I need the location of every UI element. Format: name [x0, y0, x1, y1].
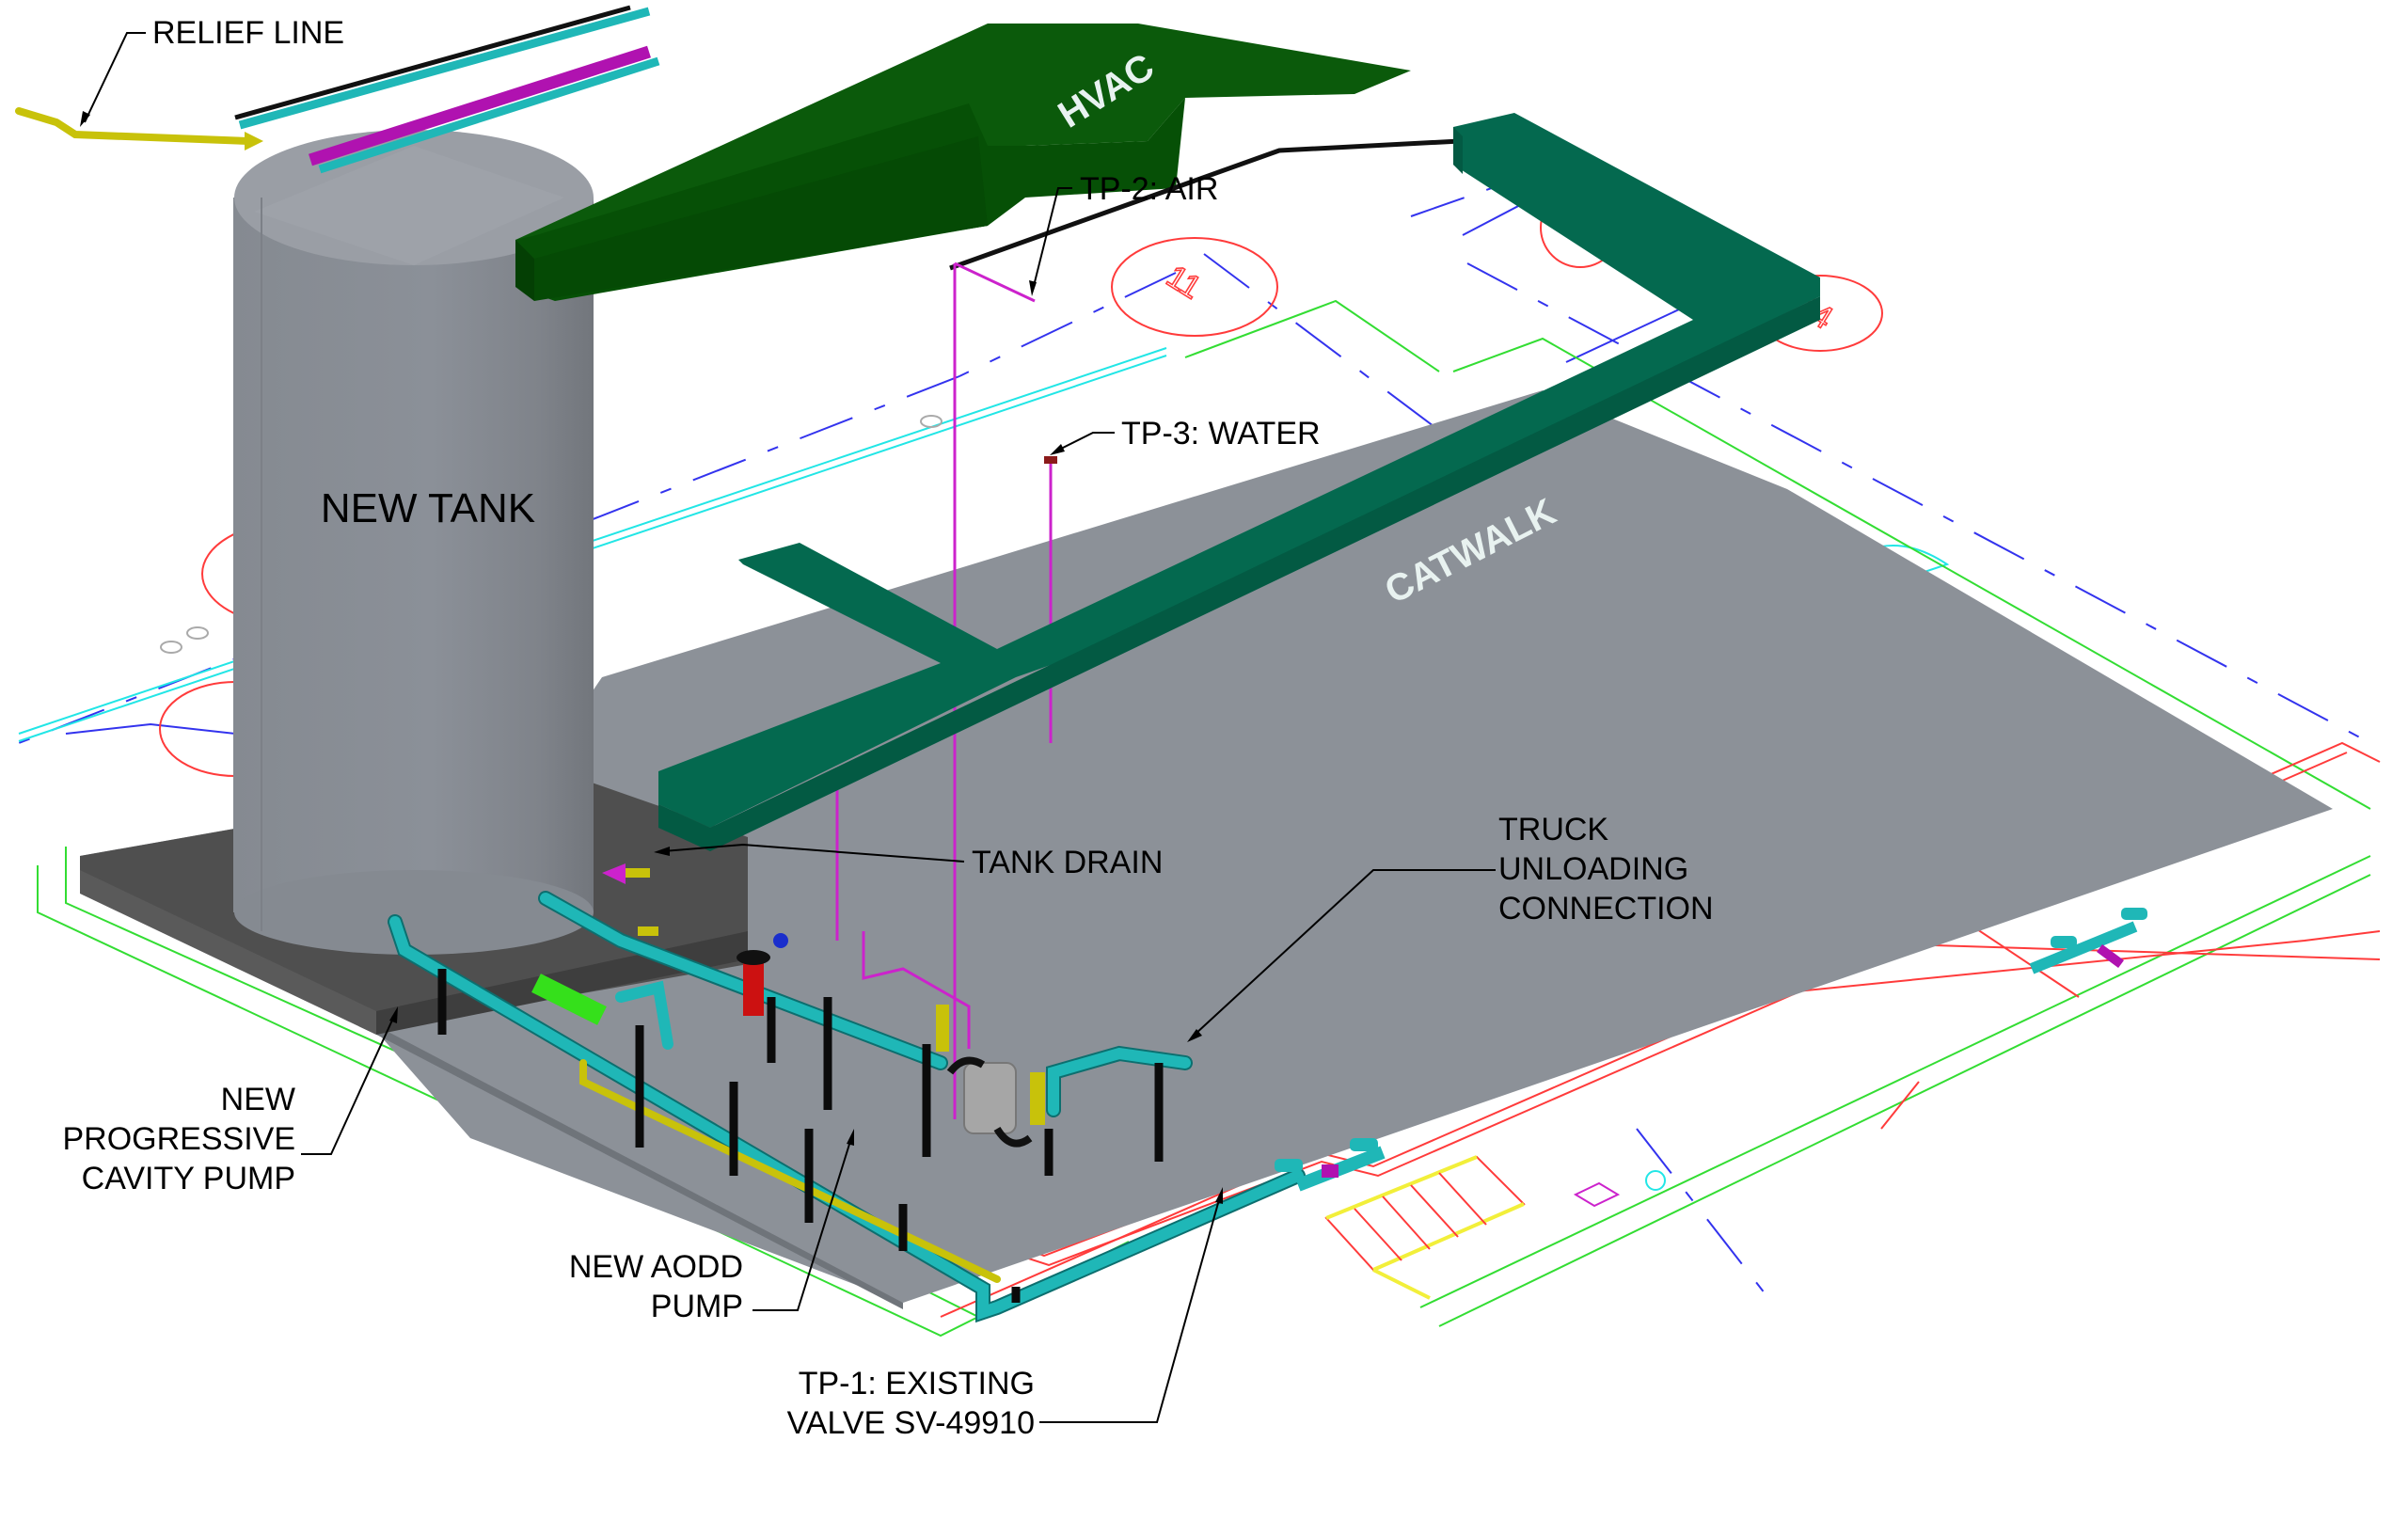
- svg-text:PROGRESSIVE: PROGRESSIVE: [62, 1121, 295, 1157]
- relief-line: [15, 107, 263, 150]
- floor-slab-edge: [362, 1021, 903, 1309]
- grid-line: [1466, 262, 2371, 744]
- svg-text:CONNECTION: CONNECTION: [1498, 891, 1714, 926]
- svg-text:NEW AODD: NEW AODD: [569, 1249, 743, 1285]
- hvac-duct: HVAC: [515, 24, 1411, 301]
- grid-bubble-11: 11: [1111, 237, 1278, 337]
- pulsation-dampener: [936, 1005, 949, 1052]
- grid-line: [1636, 1128, 1769, 1299]
- svg-text:TP-3: WATER: TP-3: WATER: [1121, 416, 1321, 451]
- footprint-line: [1452, 337, 2371, 810]
- svg-text:TRUCK: TRUCK: [1498, 812, 1608, 847]
- wall-line: [1880, 1081, 1920, 1130]
- svg-text:TANK DRAIN: TANK DRAIN: [972, 845, 1163, 880]
- gauge: [773, 933, 788, 948]
- svg-text:RELIEF LINE: RELIEF LINE: [152, 15, 344, 51]
- tp1-valve-assembly: [1275, 1138, 1386, 1192]
- svg-text:VALVE SV-49910: VALVE SV-49910: [787, 1405, 1035, 1441]
- grid-line: [1410, 182, 1506, 217]
- equipment-symbol: [1645, 1170, 1666, 1191]
- bollard-symbol: [920, 415, 943, 428]
- progressive-cavity-pump-body: [531, 974, 607, 1025]
- callout-aodd-pump: NEW AODD PUMP: [569, 1129, 854, 1324]
- overhead-pipes: [234, 5, 660, 174]
- svg-text:CAVITY PUMP: CAVITY PUMP: [82, 1161, 295, 1196]
- aodd-pump-body: [963, 1062, 1017, 1134]
- footprint-line: [1184, 299, 1440, 372]
- callout-tp3-water: TP-3: WATER: [1050, 416, 1321, 455]
- callout-progressive-cavity-pump: NEW PROGRESSIVE CAVITY PUMP: [62, 1006, 398, 1196]
- tank-label: NEW TANK: [321, 485, 535, 531]
- callout-tp2-air: TP-2: AIR: [1029, 171, 1218, 296]
- truck-unloading-valve-assembly: [2029, 908, 2147, 974]
- stair: [1324, 1155, 1526, 1300]
- tank-drain-valve: [602, 863, 626, 884]
- svg-text:11: 11: [1160, 259, 1207, 307]
- strainer: [743, 959, 764, 1016]
- svg-text:TP-1: EXISTING: TP-1: EXISTING: [799, 1366, 1035, 1401]
- callout-truck-unloading: TRUCK UNLOADING CONNECTION: [1187, 812, 1714, 1042]
- grid-line: [958, 272, 1177, 377]
- callout-tank-drain: TANK DRAIN: [654, 843, 1163, 880]
- bollard-symbol: [160, 641, 182, 654]
- surge-suppressor: [1030, 1072, 1045, 1125]
- svg-text:NEW: NEW: [221, 1082, 295, 1117]
- callout-tp1-valve: TP-1: EXISTING VALVE SV-49910: [787, 1187, 1223, 1441]
- svg-text:PUMP: PUMP: [651, 1289, 743, 1324]
- svg-text:TP-2: AIR: TP-2: AIR: [1080, 171, 1218, 207]
- tp3-water-tap: [1044, 456, 1057, 464]
- footprint-line: [1419, 855, 2371, 1308]
- callout-relief-line: RELIEF LINE: [80, 15, 344, 127]
- bollard-symbol: [186, 626, 209, 640]
- equipment-symbol: [1573, 1181, 1621, 1208]
- process-piping: [388, 863, 2147, 1323]
- svg-text:UNLOADING: UNLOADING: [1498, 851, 1688, 887]
